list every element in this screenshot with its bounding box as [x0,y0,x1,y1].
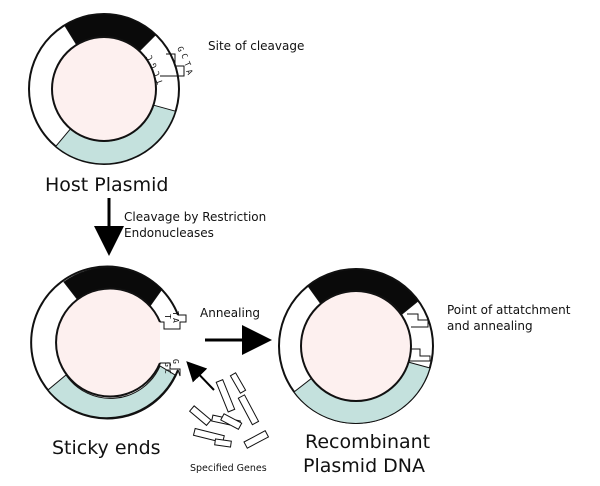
nucleotide-label: C [145,54,155,62]
upper-attachment-joint [407,313,429,328]
sequence-outer: G C T A [175,45,194,76]
recombinant-label-line1: Recombinant [305,431,430,453]
sticky-ends-label: Sticky ends [52,437,161,459]
nucleotide-label: G [163,362,172,367]
gene-fragment [215,379,236,413]
point-of-attachment-line2: and annealing [447,319,533,333]
host-plasmid: G C T A T C G C [28,13,194,165]
recombinant-core [300,290,412,402]
upper-sticky-nucleotides: T A T [163,311,180,323]
lower-sticky-nucleotides: G G C [163,359,180,374]
sequence-inner: T C G C [145,54,165,86]
host-plasmid-core [51,36,157,142]
annealing-label: Annealing [200,306,260,320]
lower-attachment-joint [409,348,431,362]
nucleotide-label: C [179,52,189,60]
nucleotide-label: T [171,311,180,316]
recombinant-label-line2: Plasmid DNA [303,455,425,477]
gene-fragment [229,372,247,394]
recombinant-plasmid [278,268,434,424]
nucleotide-label: A [171,318,180,323]
host-plasmid-label: Host Plasmid [45,174,168,196]
nucleotide-label: C [163,369,172,374]
nucleotide-label: T [182,60,192,68]
site-of-cleavage-label: Site of cleavage [208,39,304,53]
specified-genes-fragments [188,372,270,449]
sticky-ends-teal-band [47,365,176,419]
nucleotide-label: G [149,62,159,70]
gene-fragment [237,394,260,426]
gene-fragment [214,438,232,448]
nucleotide-label: G [171,359,180,364]
nucleotide-label: T [163,314,172,319]
nucleotide-label: G [175,45,185,53]
nucleotide-label: T [155,78,165,86]
gene-fragment [220,413,243,431]
cleavage-label-line1: Cleavage by Restriction [124,210,266,224]
point-of-attachment-line1: Point of attatchment [447,303,571,317]
upper-sticky-end [160,314,187,330]
sticky-ends-core [55,287,161,398]
lower-sticky-end [160,362,181,377]
nucleotide-label: A [184,68,194,76]
specified-genes-label: Specified Genes [190,463,267,474]
gene-fragment [188,405,212,427]
sticky-ends-plasmid: T A T G G C [30,265,187,420]
cleavage-site-mark [160,53,185,77]
gene-fragment [243,430,270,449]
nucleotide-label: C [152,70,162,78]
cleavage-label-line2: Endonucleases [124,226,214,240]
genes-arrow [186,361,215,391]
